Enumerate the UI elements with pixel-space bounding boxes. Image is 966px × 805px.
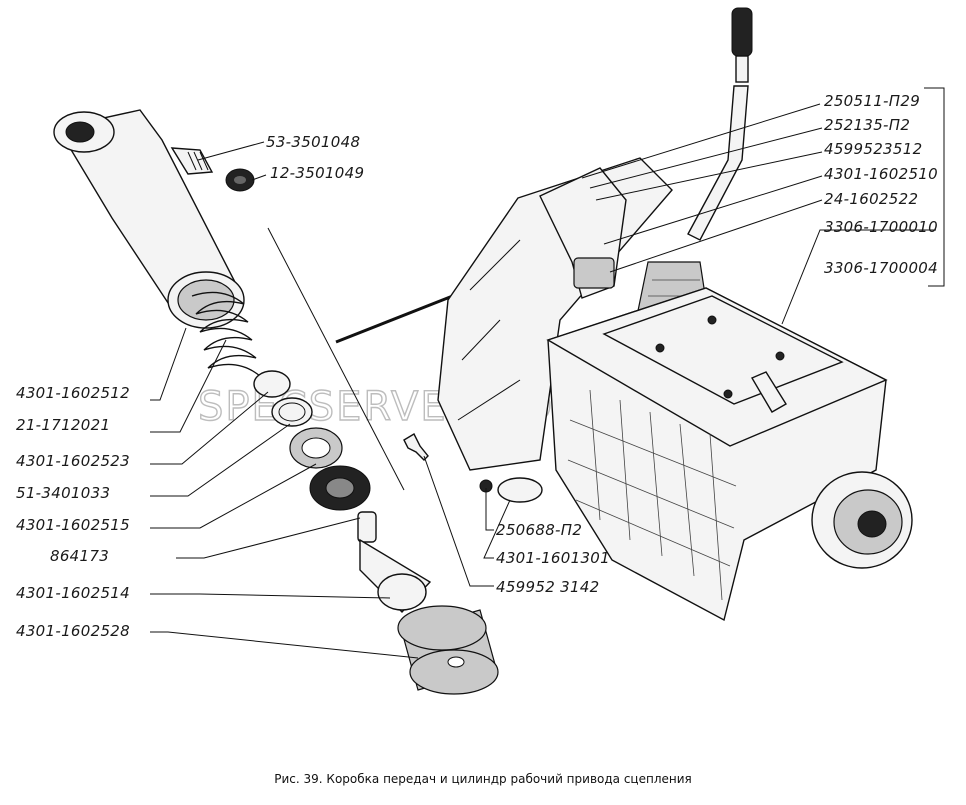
assembly-axis [267,227,405,491]
label-250688-p2: 250688-П2 [496,521,582,539]
bleeder-valve [170,147,214,175]
label-53-3501048: 53-3501048 [266,133,360,151]
spring-cup [253,370,291,398]
label-4301-1602510: 4301-1602510 [824,165,938,183]
label-4301-1602523: 4301-1602523 [16,452,130,470]
label-3306-1700004: 3306-1700004 [824,259,938,277]
protective-boot [397,605,499,695]
label-459952-3142: 459952 3142 [496,578,600,596]
gear-lever [687,7,753,241]
label-4301-1601301: 4301-1601301 [496,549,610,567]
label-252135-p2: 252135-П2 [824,116,910,134]
label-24-1602522: 24-1602522 [824,190,918,208]
label-4301-1602514: 4301-1602514 [16,584,130,602]
slave-cylinder-body [53,109,245,329]
label-250511-p29: 250511-П29 [824,92,920,110]
shift-mechanism [539,167,627,299]
leader-lines-right [423,87,945,587]
return-spring [191,291,261,377]
piston [309,465,371,511]
mounting-bolt [403,433,429,461]
pushrod [357,511,432,614]
piston-spring-small [271,397,313,427]
label-12-3501049: 12-3501049 [270,164,364,182]
label-4301-1602528: 4301-1602528 [16,622,130,640]
label-459952-3512: 4599523512 [824,140,922,158]
label-4301-1602512: 4301-1602512 [16,384,130,402]
label-4301-1602515: 4301-1602515 [16,516,130,534]
label-864173: 864173 [50,547,109,565]
seal-ring [289,427,343,469]
top-cover [602,295,844,405]
drain-bolt [479,477,543,503]
leader-lines-left [150,141,419,659]
label-3306-1700010: 3306-1700010 [824,218,938,236]
label-51-3401033: 51-3401033 [16,484,110,502]
output-flange [811,471,913,569]
bleeder-cap [225,168,255,192]
figure-caption: Рис. 39. Коробка передач и цилиндр рабоч… [274,772,691,786]
label-21-1712021: 21-1712021 [16,416,110,434]
breather-pipe [750,371,787,413]
